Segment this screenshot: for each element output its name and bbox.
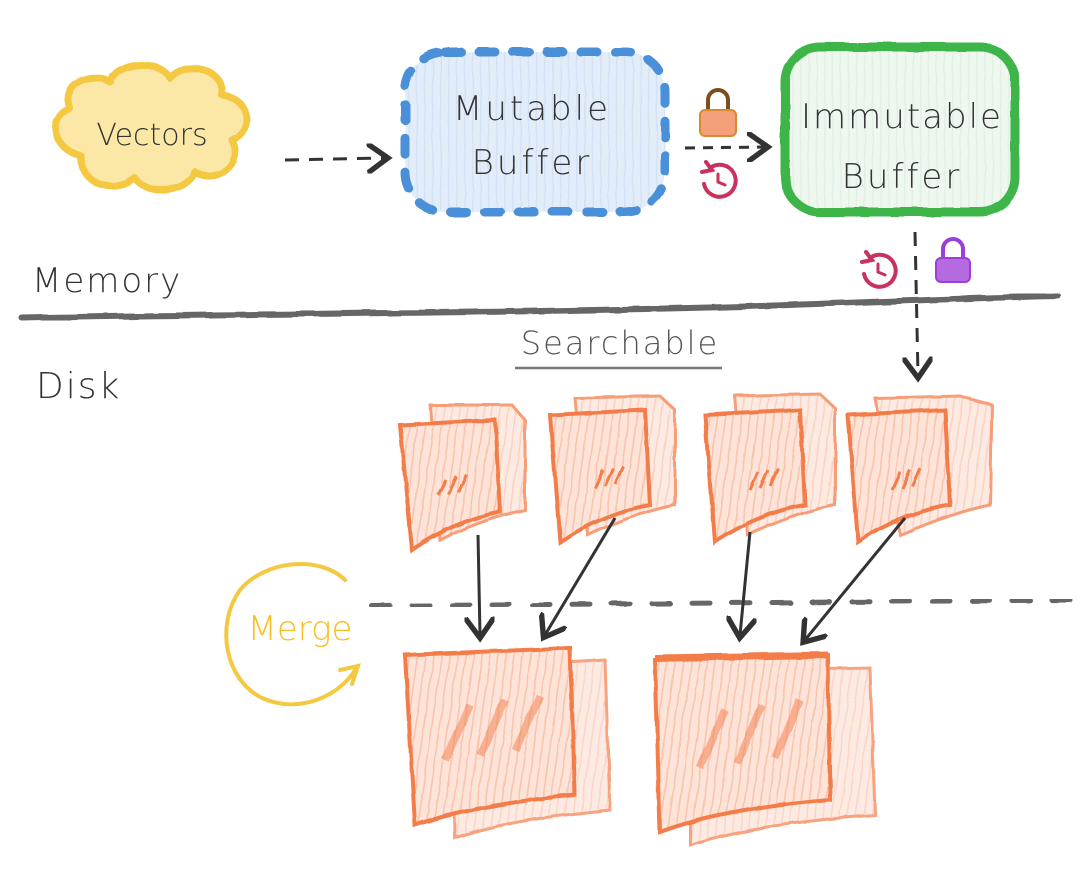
segment-merged [652,651,877,848]
refresh-icon [700,160,738,199]
arrow-segment-to-merged [740,531,750,635]
vectors-label: Vectors [96,118,207,153]
merge-label: Merge [248,609,353,649]
arrow-segment-to-merged [545,517,617,635]
memory-disk-divider [19,293,1061,321]
mutable-buffer-label-line1: Mutable [453,89,611,129]
mutable-buffer-label-line2: Buffer [472,143,593,183]
arrow-immutable-to-disk [915,231,918,375]
refresh-icon [860,250,898,289]
vectors-cloud [52,61,250,194]
merge-cycle-arrowhead [338,663,362,686]
immutable-buffer-label-line2: Buffer [842,157,963,197]
segment-small [702,392,837,546]
segment-small [397,403,527,554]
merge-cycle-icon [224,562,357,707]
segment-small [845,394,994,546]
arrow-segment-to-merged [805,517,907,640]
memory-label: Memory [32,261,182,301]
immutable-buffer-box [780,42,1020,217]
lock-icon [699,88,737,137]
immutable-buffer-label-line1: Immutable [801,97,1003,137]
arrow-mutable-to-immutable [684,147,765,148]
segment-small [547,394,677,546]
arrow-segment-to-merged [478,534,480,635]
segment-merged [402,645,612,841]
merge-divider [369,597,1073,609]
arrow-vectors-to-mutable [284,158,385,160]
disk-label: Disk [36,366,121,407]
lock-icon [935,237,971,283]
searchable-label: Searchable [521,324,719,362]
mutable-buffer-box [400,47,670,217]
